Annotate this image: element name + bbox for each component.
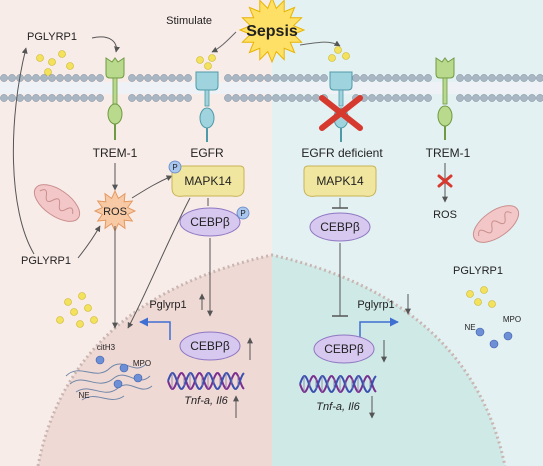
cebpb-label-left-nuc: CEBPβ [190, 339, 230, 353]
pglyrp1-ligand-cluster-left [56, 292, 98, 328]
phospho-icon-mapk14 [168, 160, 182, 174]
mpo-label-right: MPO [503, 315, 521, 324]
pglyrp1-transcription-arrow-right [359, 317, 399, 340]
phospho-label-cebpb: P [240, 209, 245, 218]
ros-to-mapk14-arrow [131, 175, 173, 199]
mitochondrion-icon-left [33, 184, 81, 222]
sepsis-burst-icon: Sepsis [238, 0, 306, 64]
pglyrp1-to-trem1-arrow [91, 36, 120, 53]
trem1-receptor-left [105, 57, 125, 140]
ligand-cluster-egfr-deficient [328, 46, 350, 62]
nucleus-left [38, 255, 272, 466]
pglyrp1-transcription-arrow-left [139, 317, 171, 340]
mapk14-label-right: MAPK14 [316, 174, 364, 188]
cebpb-node-left-nuc [179, 331, 241, 361]
dna-helix-icon-left [167, 372, 245, 390]
pglyrp1-label-left: PGLYRP1 [21, 255, 71, 267]
ros-label-left: ROS [103, 206, 127, 218]
mpo-particles-left [95, 355, 143, 389]
trem1-blocked-cross-icon [437, 174, 453, 188]
mpo-label-left: MPO [133, 359, 151, 368]
genes-label-right: Tnf-a, Il6 [316, 401, 360, 413]
mapk14-label-left: MAPK14 [184, 174, 232, 188]
egfr-receptor-deficient [329, 71, 353, 142]
egfr-label: EGFR [190, 146, 224, 160]
pglyrp1-ligand-cluster-top [36, 50, 74, 76]
stimulate-arrow-left [211, 31, 237, 53]
cebpb-node-left-cyto [179, 207, 241, 237]
pglyrp1-feedback-arrow [12, 47, 35, 255]
pglyrp1-gene-label-right: Pglyrp1 [357, 299, 394, 311]
cebpb-node-right-cyto [309, 212, 371, 242]
stimulate-arrow [299, 40, 341, 47]
pglyrp1-top-label: PGLYRP1 [27, 31, 77, 43]
trem1-label-right: TREM-1 [426, 146, 471, 160]
trem1-label-left: TREM-1 [93, 146, 138, 160]
cell-membrane [0, 74, 543, 102]
nuclear-envelope [36, 253, 507, 466]
phospho-label-mapk14: P [172, 163, 177, 172]
egfr-deficient-label: EGFR deficient [301, 146, 383, 160]
pglyrp1-label-right: PGLYRP1 [453, 265, 503, 277]
ligand-cluster-egfr [196, 54, 216, 70]
egfr-knockout-cross-icon [319, 95, 363, 131]
cebpb-label-right-nuc: CEBPβ [324, 342, 364, 356]
mapk14-to-net-arrow [127, 197, 191, 329]
pglyrp1-ligand-cluster-right [466, 286, 496, 308]
stimulate-label: Stimulate [166, 15, 212, 27]
dna-helix-icon-right [299, 375, 377, 393]
cebpb-node-right-nuc [313, 334, 375, 364]
sepsis-label: Sepsis [246, 23, 298, 40]
pglyrp1-to-ros-arrow [77, 225, 101, 259]
mitochondrion-icon-right [472, 205, 520, 243]
pglyrp1-gene-label-left: Pglyrp1 [149, 299, 186, 311]
ne-label-left: NE [78, 391, 89, 400]
cebpb-label-left-cyto: CEBPβ [190, 215, 230, 229]
mpo-particles-right [475, 327, 513, 349]
ros-label-right: ROS [433, 209, 457, 221]
nucleus-right [272, 255, 505, 466]
egfr-receptor [195, 71, 219, 142]
trem1-receptor-right [435, 57, 455, 140]
cebpb-label-right-cyto: CEBPβ [320, 220, 360, 234]
genes-label-left: Tnf-a, Il6 [184, 395, 228, 407]
phospho-icon-cebpb [236, 206, 250, 220]
mapk14-node-right [303, 165, 377, 197]
ne-label-right: NE [464, 323, 475, 332]
cith3-label: citH3 [97, 343, 116, 352]
